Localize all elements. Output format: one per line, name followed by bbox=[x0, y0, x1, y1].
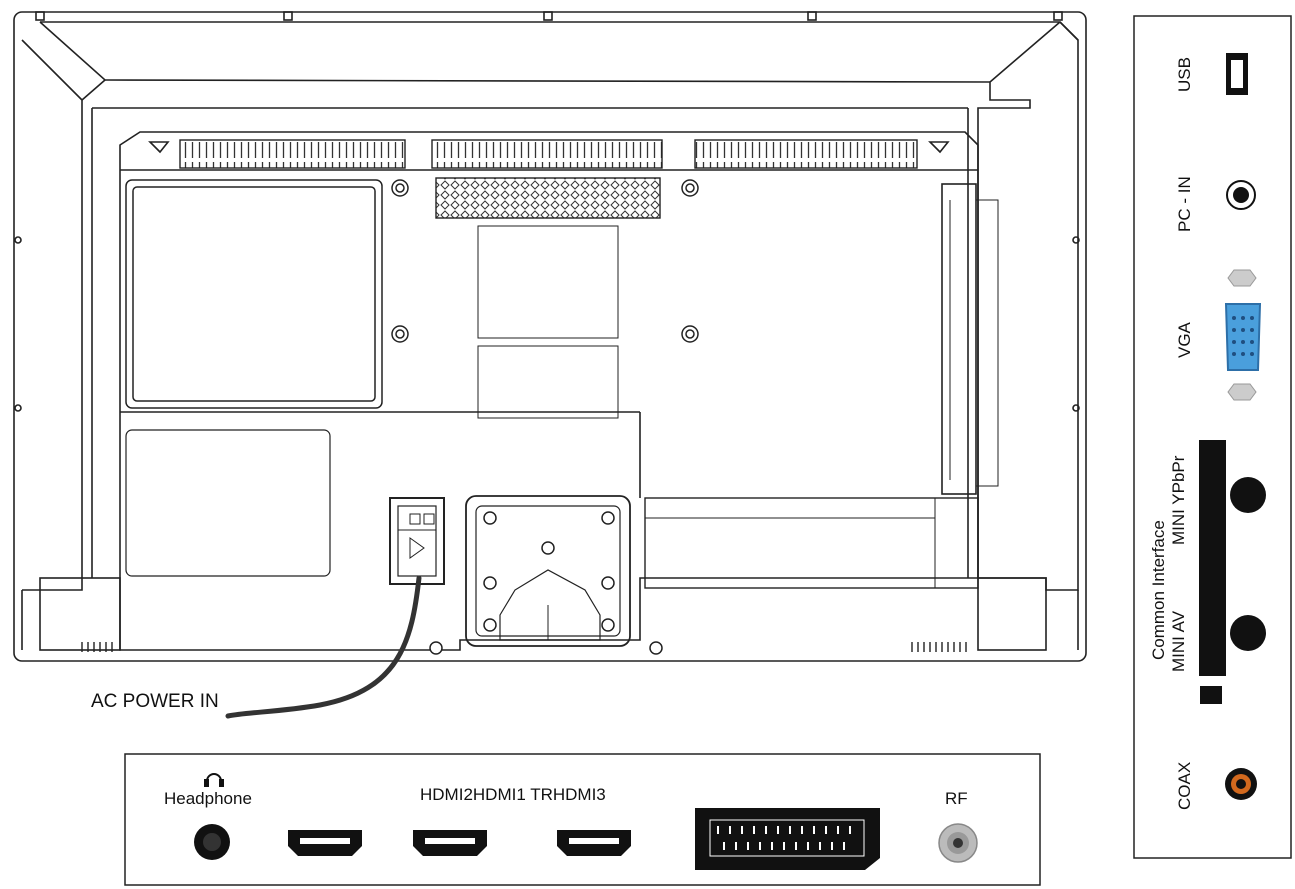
top-vent-right bbox=[694, 139, 918, 169]
mini-ypbpr-jack bbox=[1230, 477, 1266, 513]
pc-in-label: PC - IN bbox=[1175, 176, 1194, 232]
vga-label: VGA bbox=[1175, 322, 1194, 358]
left-plate bbox=[125, 179, 383, 409]
top-vent-left bbox=[179, 139, 406, 169]
bottom-connector-panel bbox=[124, 753, 1041, 886]
coax-label: COAX bbox=[1175, 761, 1194, 810]
rear-panels bbox=[125, 179, 999, 647]
usb-label: USB bbox=[1175, 57, 1194, 92]
pc-in-jack bbox=[1226, 180, 1256, 210]
usb-port bbox=[1226, 53, 1248, 95]
hdmi-port-3 bbox=[557, 830, 631, 856]
rf-label: RF bbox=[945, 789, 968, 808]
vga-connector bbox=[1224, 269, 1262, 401]
rear-cover bbox=[119, 131, 979, 651]
power-cable bbox=[225, 575, 422, 719]
hdmi-group-label: HDMI2HDMI1 TRHDMI3 bbox=[420, 785, 606, 804]
headphone-jack bbox=[194, 824, 230, 860]
headphone-icon bbox=[204, 773, 224, 787]
lower-left-label bbox=[125, 429, 331, 577]
common-interface-eject bbox=[1200, 686, 1222, 704]
side-io-panel bbox=[941, 183, 977, 495]
hdmi-port-2 bbox=[413, 830, 487, 856]
common-interface-slot bbox=[1199, 440, 1226, 676]
bottom-grille bbox=[81, 642, 967, 652]
common-interface-label: Common Interface bbox=[1149, 520, 1168, 660]
tv-back-panel bbox=[13, 11, 1087, 662]
mini-av-jack bbox=[1230, 615, 1266, 651]
bottom-io-panel bbox=[644, 497, 979, 589]
mini-av-label: MINI AV bbox=[1169, 610, 1188, 672]
side-connector-panel bbox=[1133, 15, 1292, 859]
rf-connector bbox=[938, 823, 978, 863]
mini-ypbpr-label: MINI YPbPr bbox=[1169, 455, 1188, 545]
vesa-screws bbox=[391, 179, 699, 655]
speaker-mesh bbox=[435, 177, 661, 219]
top-vent-center bbox=[431, 139, 663, 169]
tv-outer-frame bbox=[13, 11, 1087, 662]
hdmi-port-1 bbox=[288, 830, 362, 856]
coax-jack bbox=[1225, 768, 1257, 800]
headphone-label: Headphone bbox=[164, 789, 252, 808]
ac-power-in-label: AC POWER IN bbox=[91, 691, 219, 712]
stand-mount bbox=[465, 495, 631, 647]
scart-connector bbox=[695, 808, 880, 870]
